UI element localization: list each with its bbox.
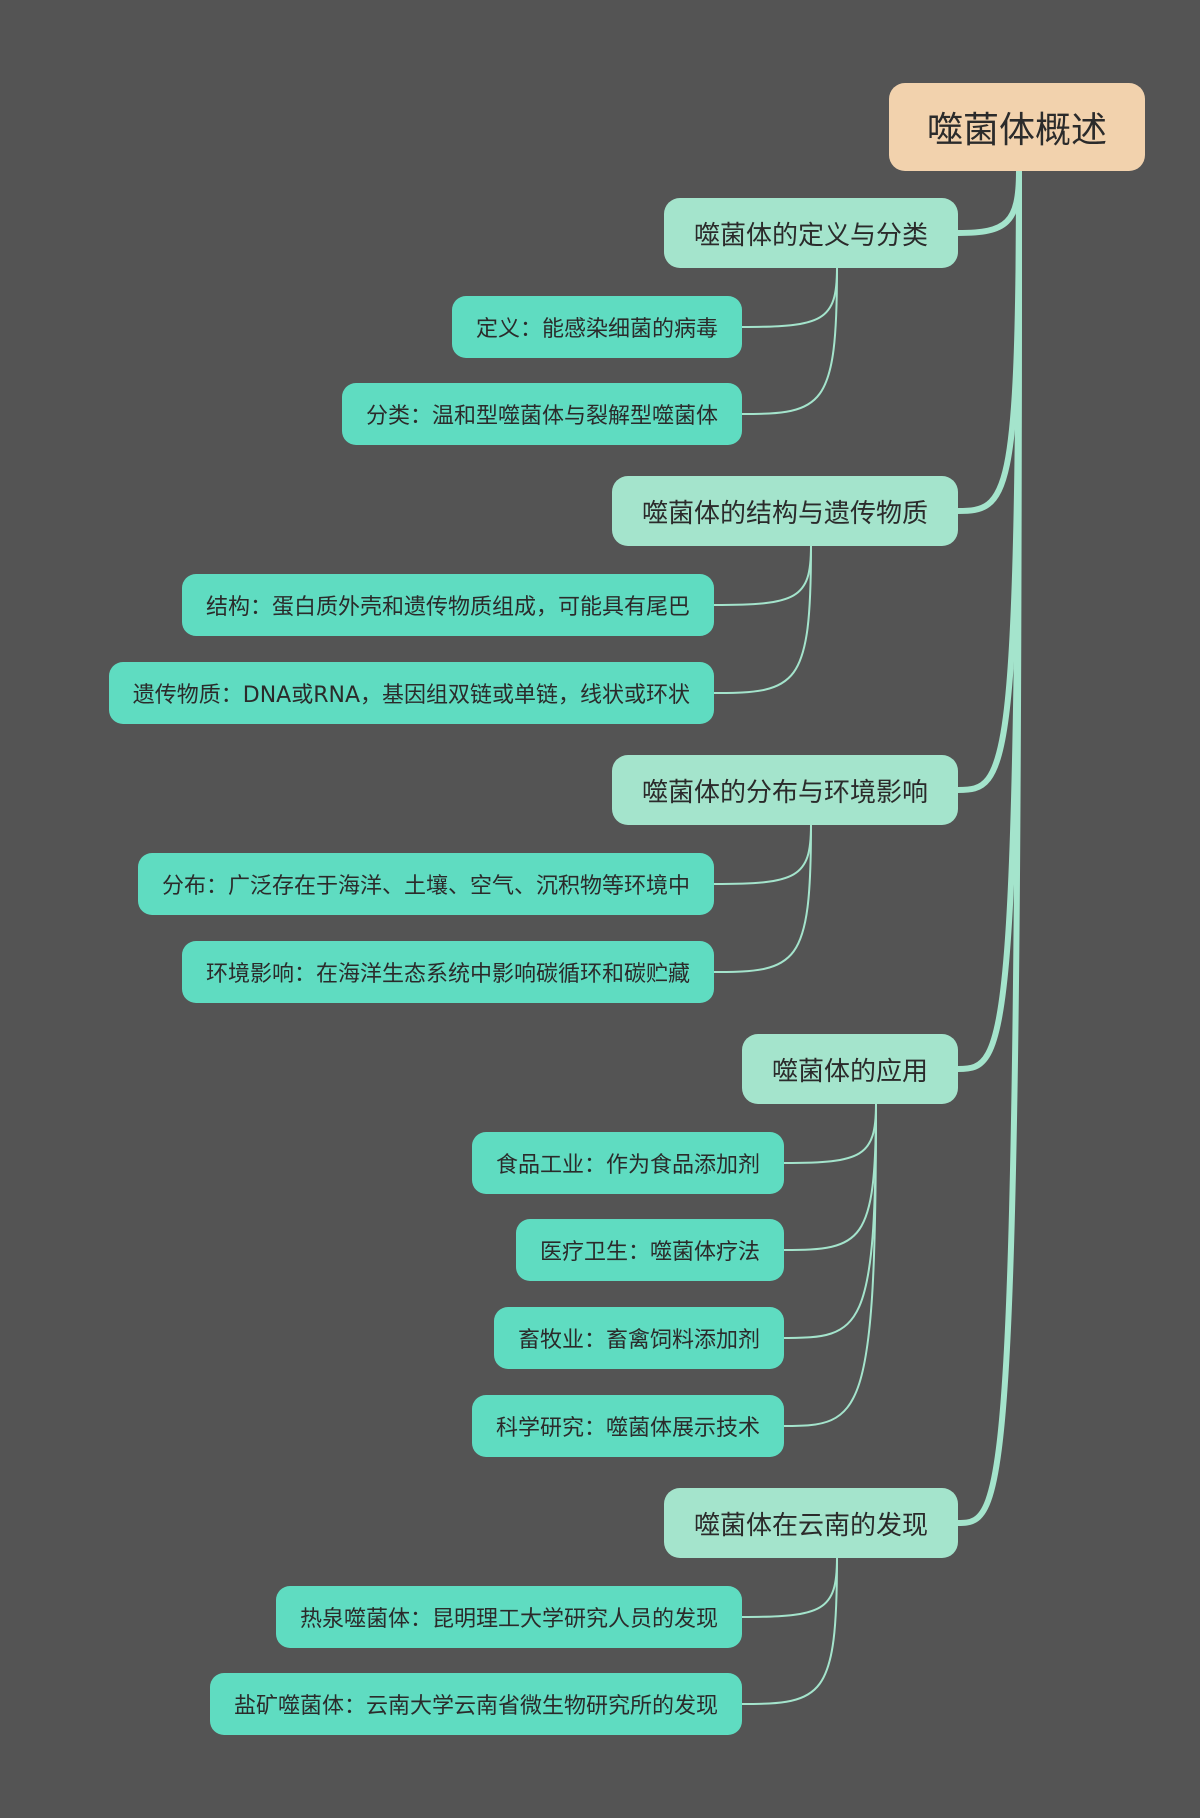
connector-category-0-leaf-1 — [741, 267, 838, 415]
connector-category-2-leaf-1 — [713, 824, 812, 973]
connector-category-2-leaf-0 — [713, 824, 812, 885]
connector-category-3-leaf-1 — [783, 1103, 877, 1251]
leaf-salt-mine-phage[interactable]: 盐矿噬菌体：云南大学云南省微生物研究所的发现 — [209, 1673, 742, 1735]
connector-category-0-leaf-0 — [741, 267, 838, 328]
root-node[interactable]: 噬菌体概述 — [889, 83, 1145, 171]
category-distribution-environment[interactable]: 噬菌体的分布与环境影响 — [611, 755, 958, 825]
leaf-food-industry[interactable]: 食品工业：作为食品添加剂 — [471, 1132, 784, 1194]
category-definition-classification[interactable]: 噬菌体的定义与分类 — [663, 198, 958, 268]
leaf-distribution[interactable]: 分布：广泛存在于海洋、土壤、空气、沉积物等环境中 — [137, 853, 714, 915]
category-yunnan-discovery[interactable]: 噬菌体在云南的发现 — [663, 1488, 958, 1558]
category-applications[interactable]: 噬菌体的应用 — [741, 1034, 958, 1104]
leaf-classification[interactable]: 分类：温和型噬菌体与裂解型噬菌体 — [341, 383, 742, 445]
leaf-scientific-research[interactable]: 科学研究：噬菌体展示技术 — [471, 1395, 784, 1457]
leaf-structure[interactable]: 结构：蛋白质外壳和遗传物质组成，可能具有尾巴 — [181, 574, 714, 636]
connector-category-1-leaf-1 — [713, 545, 812, 694]
connector-category-1-leaf-0 — [713, 545, 812, 606]
connector-category-4-leaf-1 — [741, 1557, 838, 1705]
connector-root-category-0 — [955, 168, 1022, 236]
connector-category-4-leaf-0 — [741, 1557, 838, 1618]
leaf-definition[interactable]: 定义：能感染细菌的病毒 — [451, 296, 742, 358]
connector-category-3-leaf-2 — [783, 1103, 877, 1339]
connector-category-3-leaf-0 — [783, 1103, 877, 1164]
leaf-genetic-material[interactable]: 遗传物质：DNA或RNA，基因组双链或单链，线状或环状 — [108, 662, 714, 724]
connector-root-category-4 — [955, 168, 1022, 1526]
leaf-healthcare[interactable]: 医疗卫生：噬菌体疗法 — [515, 1219, 784, 1281]
connector-root-category-3 — [955, 168, 1022, 1072]
leaf-animal-husbandry[interactable]: 畜牧业：畜禽饲料添加剂 — [493, 1307, 784, 1369]
category-structure-genetics[interactable]: 噬菌体的结构与遗传物质 — [611, 476, 958, 546]
leaf-hot-spring-phage[interactable]: 热泉噬菌体：昆明理工大学研究人员的发现 — [275, 1586, 742, 1648]
connector-root-category-2 — [955, 168, 1022, 793]
connector-category-3-leaf-3 — [783, 1103, 877, 1427]
leaf-environment-impact[interactable]: 环境影响：在海洋生态系统中影响碳循环和碳贮藏 — [181, 941, 714, 1003]
